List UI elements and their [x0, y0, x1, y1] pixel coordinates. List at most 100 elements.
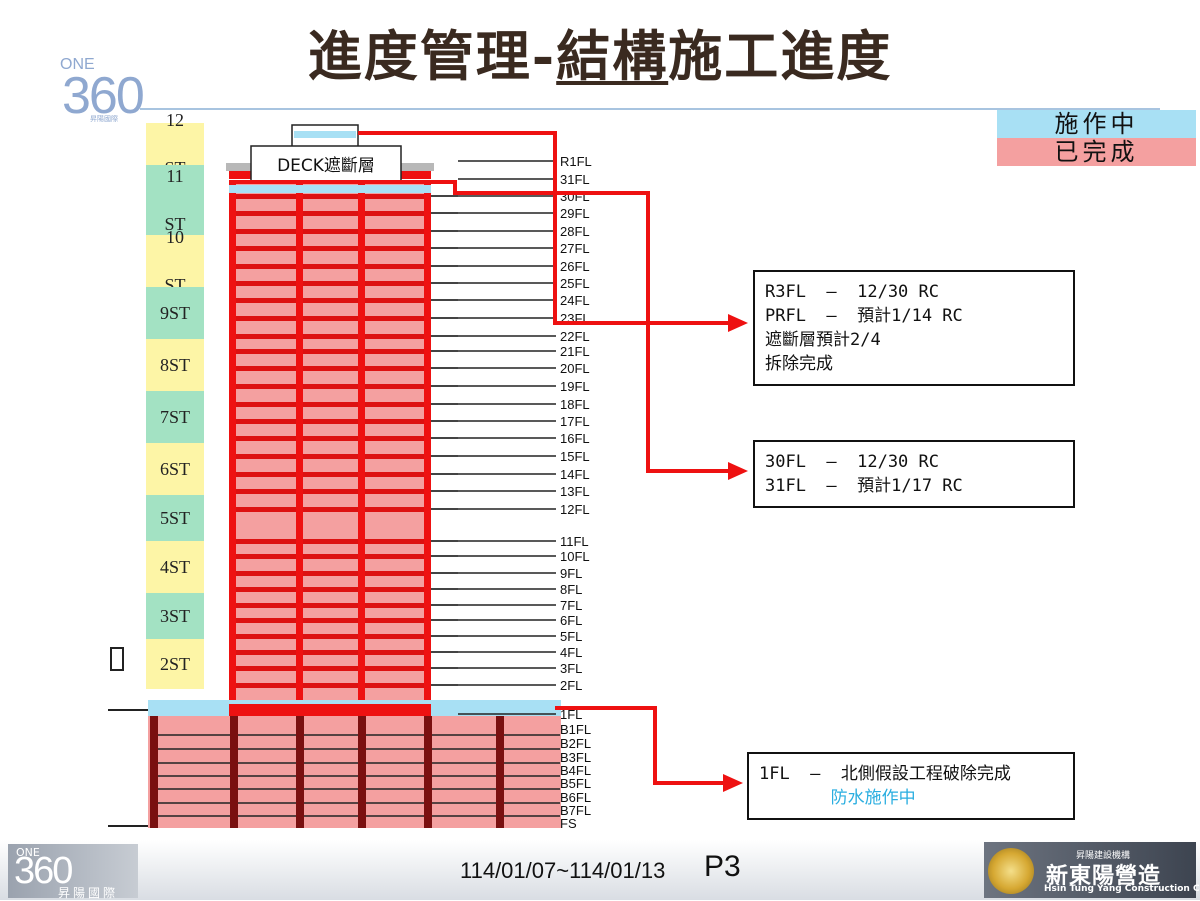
footer-logo-one: ONE [16, 846, 40, 859]
floor-label: B6FL [560, 790, 591, 805]
basement-column [230, 716, 238, 828]
note-roof-line: 拆除完成 [765, 354, 833, 374]
stage-label: 5ST [159, 508, 190, 528]
note-ground-line-status: 防水施作中 [759, 788, 916, 808]
arrow-roof-note [358, 131, 730, 325]
floor-label: 20FL [560, 361, 590, 376]
footer-logo-number: 360 [14, 850, 73, 892]
floor-slab [233, 683, 427, 688]
floor-slab [233, 316, 427, 321]
legend: 施作中 已完成 [997, 110, 1196, 166]
floor-label: 14FL [560, 467, 590, 482]
floor-slab [233, 229, 427, 234]
floor-label: 24FL [560, 293, 590, 308]
floor-label: B1FL [560, 722, 591, 737]
basement-column [358, 716, 366, 828]
stage-label: 11 [166, 166, 184, 186]
floor-label: B2FL [560, 736, 591, 751]
floor-slab [233, 507, 427, 512]
floor-label: 4FL [560, 645, 582, 660]
stage-block: 5ST [146, 495, 204, 541]
contractor-english-name: Hsin Tung Yang Construction Corp [1044, 884, 1200, 894]
floor-label: B4FL [560, 763, 591, 778]
stage-label: 3ST [159, 606, 190, 626]
floor-label: 18FL [560, 397, 590, 412]
title-divider [140, 108, 1160, 110]
one360-footer-logo: ONE 360 昇陽國際 [8, 844, 138, 900]
tower-completed-area [229, 184, 431, 704]
deck-label: DECK遮斷層 [277, 156, 375, 176]
sun-emblem-icon [988, 848, 1034, 894]
logo-number: 360 [62, 67, 145, 125]
floor-label: 12FL [560, 502, 590, 517]
stage-label: 10 [166, 227, 184, 247]
stage-label: 7ST [159, 407, 190, 427]
floor-label: 27FL [560, 241, 590, 256]
top-floor-in-progress [229, 185, 431, 193]
floor-slab [233, 472, 427, 477]
legend-completed: 已完成 [997, 138, 1196, 166]
floor-label: 2FL [560, 678, 582, 693]
legend-in-progress: 施作中 [997, 110, 1196, 138]
note-roof-line: R3FL – 12/30 RC [765, 282, 939, 302]
stage-label: 12 [166, 110, 184, 130]
arrow-head-icon [723, 774, 743, 792]
floor-slab [233, 436, 427, 441]
note-box-top-floors: 30FL – 12/30 RC 31FL – 預計1/17 RC [753, 440, 1075, 508]
arrow-head-icon [728, 314, 748, 332]
floor-slab [233, 554, 427, 559]
floor-slab [233, 603, 427, 608]
floor-label: 6FL [560, 613, 582, 628]
floor-slab [233, 194, 427, 199]
floor-label: B7FL [560, 803, 591, 818]
stage-block: 4ST [146, 541, 204, 593]
floor-label: 26FL [560, 259, 590, 274]
stage-block: 2ST [146, 639, 204, 689]
page-title: 進度管理-結構施工進度 [200, 12, 1000, 91]
floor-slab [233, 539, 427, 544]
floor-label: 25FL [560, 276, 590, 291]
floor-slab [233, 419, 427, 424]
stage-block: 7ST [146, 391, 204, 443]
floor-slab [233, 489, 427, 494]
stage-label: ST [164, 214, 186, 234]
logo-one-text: ONE [60, 56, 95, 73]
podium-beam [229, 704, 431, 716]
stage-label: 9ST [159, 303, 190, 323]
note-ground-line: 1FL – 北側假設工程破除完成 [759, 764, 1011, 784]
stage-label: 6ST [159, 459, 190, 479]
note-box-roof: R3FL – 12/30 RC PRFL – 預計1/14 RC 遮斷層預計2/… [753, 270, 1075, 386]
floor-slab [233, 571, 427, 576]
floor-slab [233, 264, 427, 269]
stage-block: 6ST [146, 443, 204, 495]
note-box-ground: 1FL – 北側假設工程破除完成 防水施作中 [747, 752, 1075, 820]
arrow-head-icon [728, 462, 748, 480]
floor-slab [233, 454, 427, 459]
floor-slab [233, 334, 427, 339]
floor-label: 15FL [560, 449, 590, 464]
tower-column [229, 184, 236, 704]
floor-label: B3FL [560, 750, 591, 765]
floor-label: 21FL [560, 344, 590, 359]
floor-slab [233, 211, 427, 216]
floor-slab [233, 634, 427, 639]
floor-slab [233, 366, 427, 371]
contractor-name: 新東陽營造 [1046, 863, 1162, 889]
floor-slab [233, 618, 427, 623]
floor-label: 11FL [560, 534, 589, 549]
floor-label: 28FL [560, 224, 590, 239]
floor-label: 16FL [560, 431, 590, 446]
floor-label: 17FL [560, 414, 590, 429]
floor-slab [233, 402, 427, 407]
floor-label: 19FL [560, 379, 590, 394]
floor-slab [233, 666, 427, 671]
floor-label: 9FL [560, 566, 582, 581]
floor-label: B5FL [560, 776, 591, 791]
floor-slab [233, 349, 427, 354]
floor-label: 3FL [560, 661, 582, 676]
stage-label: 8ST [159, 355, 190, 375]
floor-label: R1FL [560, 154, 592, 169]
